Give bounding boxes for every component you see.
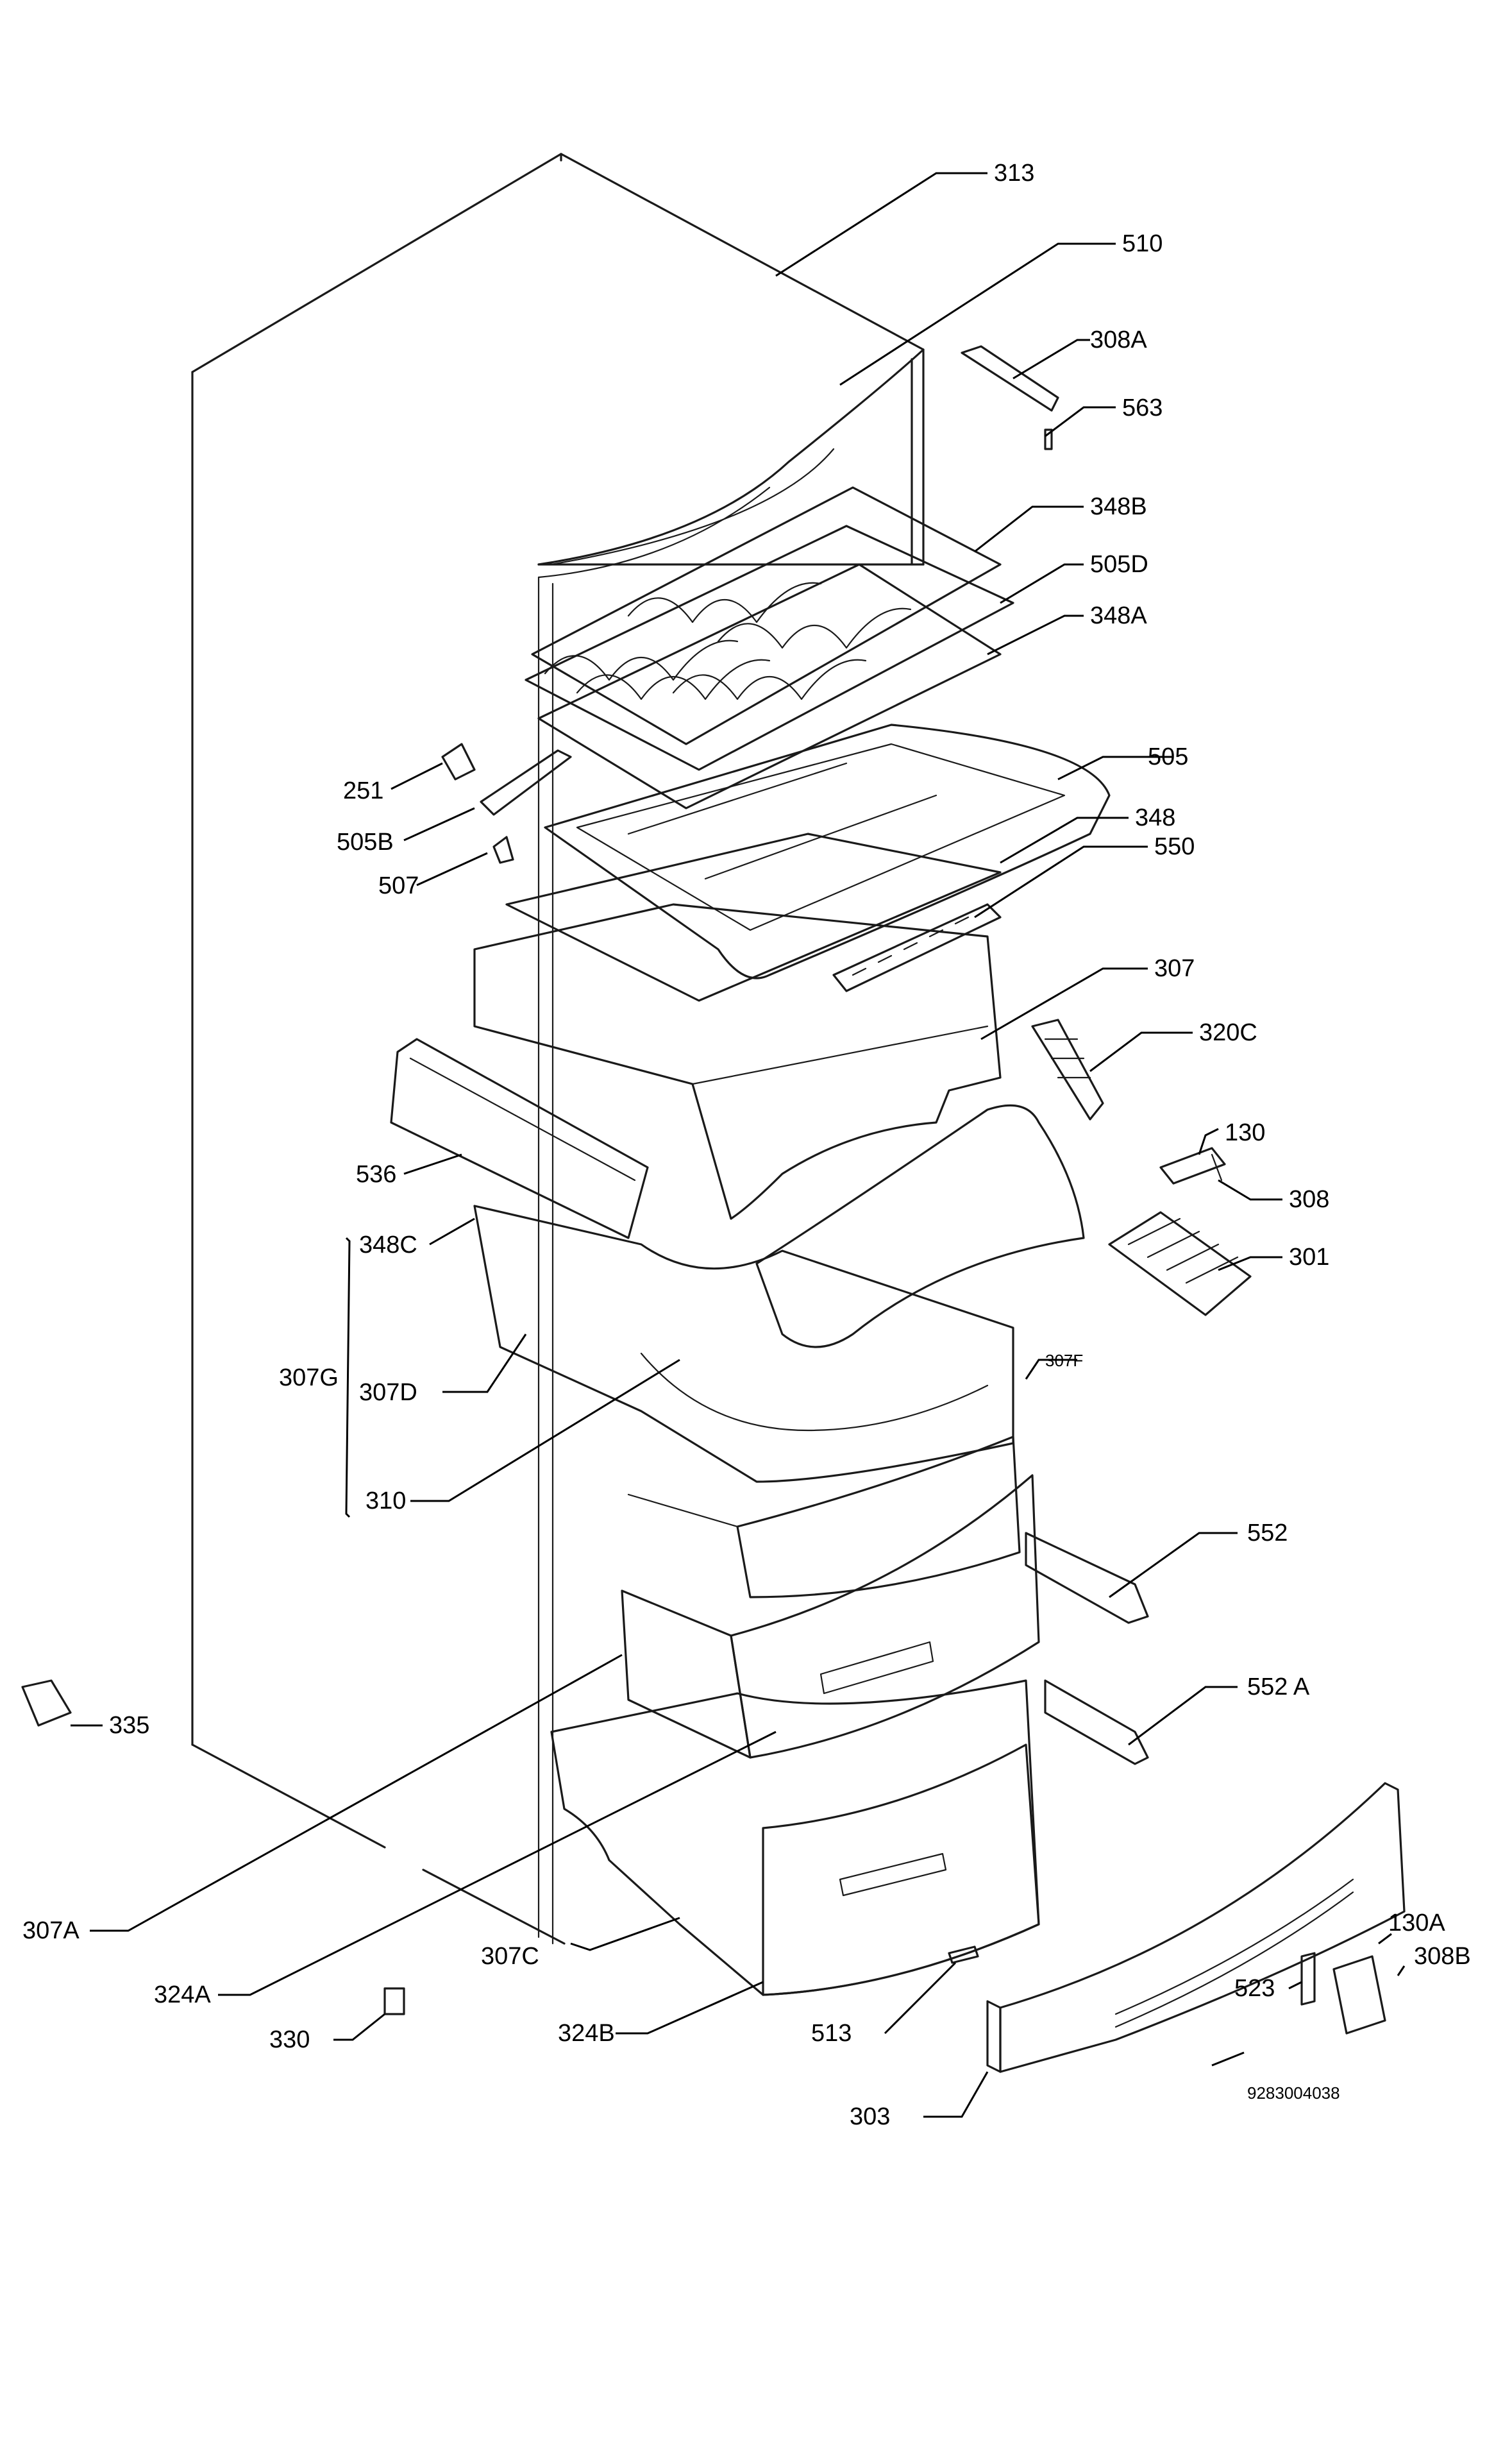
vent-grille — [1031, 1019, 1104, 1121]
label-563: 563 — [1122, 394, 1163, 421]
label-348a: 348A — [1090, 602, 1147, 629]
ice-tray — [1108, 1211, 1252, 1316]
upper-drawer — [473, 903, 1002, 1220]
lower-drawer — [550, 1679, 1040, 1996]
spacer-513 — [948, 1945, 979, 1964]
filter-panel — [390, 1038, 649, 1239]
label-308: 308 — [1289, 1186, 1329, 1213]
clip-251 — [441, 743, 476, 781]
top-cover — [537, 348, 925, 566]
middle-drawer — [473, 1104, 1085, 1483]
label-505b: 505B — [337, 829, 394, 856]
bracket-335 — [21, 1679, 72, 1727]
cabinet-body — [191, 153, 925, 1945]
shelf-frame-upper — [525, 525, 1014, 809]
label-303: 303 — [850, 2103, 890, 2130]
plate-523 — [1300, 1952, 1316, 2006]
label-348c: 348C — [359, 1232, 417, 1258]
foot-330 — [383, 1987, 405, 2015]
label-552a: 552 A — [1247, 1673, 1310, 1700]
label-510: 510 — [1122, 230, 1163, 257]
label-348: 348 — [1135, 804, 1175, 831]
drawing-number: 9283004038 — [1247, 2083, 1340, 2103]
hinge-upper — [1159, 1147, 1226, 1185]
label-513: 513 — [811, 2020, 852, 2047]
kick-plate — [986, 1782, 1406, 2073]
label-335: 335 — [109, 1712, 149, 1739]
label-308b: 308B — [1414, 1943, 1471, 1970]
label-523: 523 — [1234, 1975, 1275, 2002]
label-307c: 307C — [481, 1943, 539, 1970]
hinge-lower — [1332, 1955, 1386, 2035]
bracket-308a — [961, 345, 1059, 412]
callout-labels: 313 510 308A 563 348B 505D 348A 251 505 … — [22, 160, 1471, 2130]
label-307g: 307G — [279, 1364, 339, 1391]
label-320c: 320C — [1199, 1019, 1257, 1046]
label-507: 507 — [378, 872, 419, 899]
rail-lower — [1044, 1679, 1149, 1765]
clip-505b — [480, 749, 572, 816]
label-536: 536 — [356, 1161, 396, 1188]
label-251: 251 — [343, 777, 383, 804]
glass-shelf — [505, 724, 1111, 1002]
label-330: 330 — [269, 2026, 310, 2053]
label-505: 505 — [1148, 743, 1188, 770]
label-313: 313 — [994, 160, 1034, 187]
label-307a: 307A — [22, 1917, 80, 1944]
label-307d: 307D — [359, 1379, 417, 1406]
screw-563 — [1044, 428, 1053, 450]
label-505d: 505D — [1090, 551, 1148, 578]
bottle-rack — [531, 486, 1002, 745]
label-130: 130 — [1225, 1119, 1265, 1146]
label-552: 552 — [1247, 1520, 1288, 1546]
label-301: 301 — [1289, 1244, 1329, 1271]
label-348b: 348B — [1090, 493, 1147, 520]
drawer-front-upper — [621, 1436, 1040, 1759]
label-550: 550 — [1154, 833, 1195, 860]
label-307: 307 — [1154, 955, 1195, 982]
label-307f: 307F — [1045, 1351, 1083, 1370]
label-324a: 324A — [154, 1981, 211, 2008]
label-130a: 130A — [1388, 1910, 1445, 1936]
control-panel — [832, 903, 1002, 992]
label-308a: 308A — [1090, 326, 1147, 353]
label-310: 310 — [365, 1487, 406, 1514]
rail-upper — [1025, 1532, 1149, 1624]
clip-507 — [492, 836, 514, 864]
leader-lines — [71, 172, 1406, 2118]
label-324b: 324B — [558, 2020, 615, 2047]
